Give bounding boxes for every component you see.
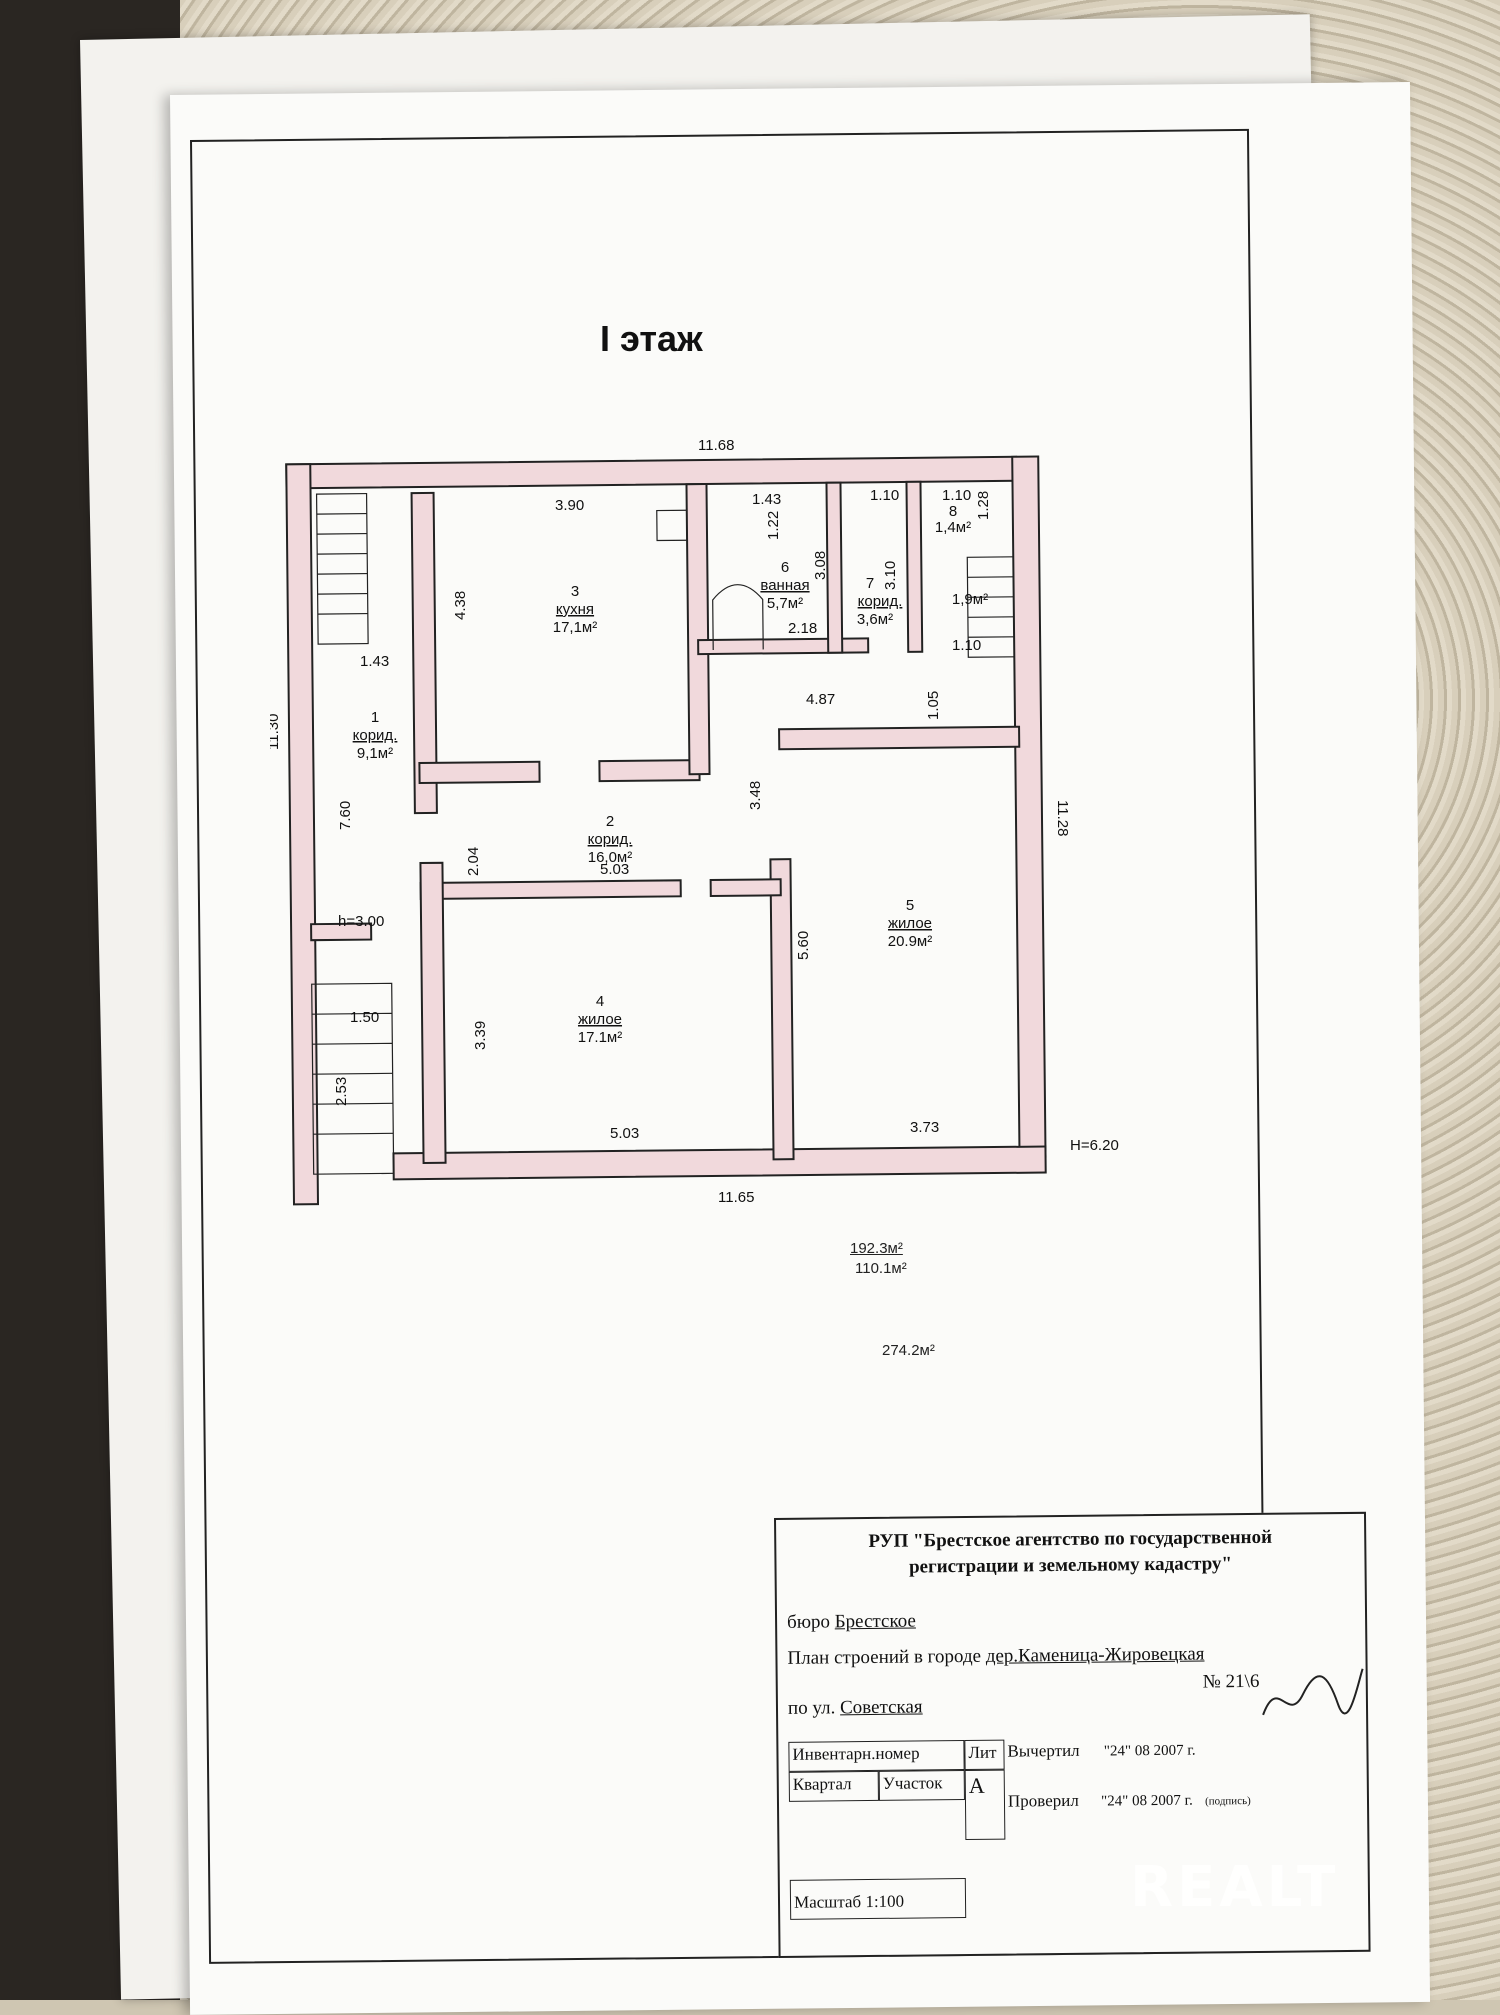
- room-3-name: кухня: [556, 601, 594, 618]
- dim-room4-h: 3.39: [472, 1021, 489, 1050]
- signature-1: [1258, 1664, 1369, 1735]
- total-area: 192.3м²: [850, 1240, 903, 1257]
- dim-left-total: 11.30: [270, 714, 282, 750]
- dim-bath-h2: 3.08: [812, 551, 829, 580]
- wall-kitchen-bottom-r: [599, 760, 699, 781]
- wall-room4-top: [421, 880, 681, 899]
- plan-number: № 21\6: [1203, 1671, 1260, 1694]
- room-4-name: жилое: [578, 1011, 622, 1028]
- room-3-area: 17,1м²: [553, 619, 598, 636]
- plan-label: План строений в городе: [787, 1646, 981, 1669]
- room-7-num: 7: [866, 575, 874, 592]
- dim-right-total: 11.28: [1054, 800, 1071, 836]
- bureau-value: Брестское: [835, 1611, 916, 1633]
- dim-room5-w: 3.73: [910, 1119, 939, 1136]
- floor-title: I этаж: [600, 318, 703, 360]
- room-5-num: 5: [906, 897, 914, 914]
- lit-value: А: [965, 1770, 1006, 1840]
- room-4-num: 4: [596, 993, 604, 1010]
- org-name: РУП "Брестское агентство по государствен…: [776, 1524, 1365, 1582]
- dim-small8-w: 1.10: [942, 487, 971, 504]
- org-line-2: регистрации и земельному кадастру": [776, 1550, 1364, 1582]
- dim-corr7-w: 1.10: [870, 487, 899, 504]
- street-row: по ул. Советская: [788, 1696, 923, 1719]
- bureau-label: бюро: [787, 1611, 830, 1632]
- wall-kitchen-right: [686, 484, 709, 774]
- room-7-name: корид.: [858, 593, 903, 610]
- wall-room5-top: [779, 727, 1019, 750]
- sign-label: (подпись): [1205, 1795, 1251, 1807]
- room-6-num: 6: [781, 559, 789, 576]
- inv-label: Инвентарн.номер: [788, 1740, 964, 1772]
- dim-bath-w: 1.43: [752, 491, 781, 508]
- floor-plan: 11.68 11.65 11.30 11.28 3.90 4.38 1.43 1…: [270, 420, 1150, 1220]
- dim-porch-w: 1.50: [350, 1009, 379, 1026]
- checked-row: Проверил "24" 08 2007 г. (подпись): [1005, 1786, 1365, 1830]
- room-8-num: 8: [949, 503, 957, 520]
- height-outer-label: H=6.20: [1070, 1137, 1119, 1154]
- scale-label: Масштаб 1:100: [790, 1878, 966, 1920]
- wall-right: [1012, 457, 1045, 1157]
- dim-top-total: 11.68: [698, 437, 734, 454]
- drawn-row: Вычертил "24" 08 2007 г.: [1004, 1736, 1364, 1782]
- wall-bottom: [393, 1147, 1045, 1180]
- room-2-area: 16,0м²: [588, 849, 633, 866]
- dim-room5-h: 5.60: [795, 931, 812, 960]
- realt-watermark: REALT: [1130, 1855, 1339, 1920]
- dim-corr2-h1: 1.05: [925, 691, 942, 720]
- room-7-area: 3,6м²: [857, 611, 893, 628]
- street-label: по ул.: [788, 1697, 836, 1718]
- room-2-name: корид.: [588, 831, 633, 848]
- height-label: h=3.00: [338, 913, 384, 930]
- bureau-row: бюро Брестское: [787, 1611, 916, 1634]
- drawn-date: "24" 08 2007 г.: [1104, 1743, 1196, 1760]
- dim-stair-w: 1.10: [952, 637, 981, 654]
- dim-corr7-h: 3.10: [882, 561, 899, 590]
- plan-value: дер.Каменица-Жировецкая: [986, 1644, 1205, 1667]
- wall-kitchen-bottom: [419, 762, 539, 783]
- dim-porch-h: 2.53: [333, 1077, 350, 1106]
- dim-corr1-w: 1.43: [360, 653, 389, 670]
- stair-area: 1,9м²: [952, 591, 988, 608]
- quarter-label: Квартал: [789, 1771, 879, 1802]
- drawn-label: Вычертил: [1007, 1741, 1079, 1761]
- dim-corr2-w: 4.87: [806, 691, 835, 708]
- dim-small8-h: 1.28: [975, 491, 992, 520]
- checked-label: Проверил: [1008, 1791, 1079, 1811]
- room-4-area: 17.1м²: [578, 1029, 623, 1046]
- dim-kitchen-h: 4.38: [452, 591, 469, 620]
- room-1-name: корид.: [353, 727, 398, 744]
- dim-corr2-h3: 3.48: [747, 781, 764, 810]
- room-1-area: 9,1м²: [357, 745, 393, 762]
- room-3-num: 3: [571, 583, 579, 600]
- plan-row: План строений в городе дер.Каменица-Жиро…: [787, 1644, 1204, 1670]
- wall-room4-top-r: [711, 879, 781, 896]
- room-5-name: жилое: [888, 915, 932, 932]
- dim-corr2-h2: 2.04: [465, 847, 482, 876]
- dim-kitchen-w: 3.90: [555, 497, 584, 514]
- checked-date: "24" 08 2007 г.: [1101, 1793, 1193, 1810]
- room-6-area: 5,7м²: [767, 595, 803, 612]
- dim-corr1-h: 7.60: [337, 801, 354, 830]
- dim-bottom-total: 11.65: [718, 1189, 754, 1206]
- dim-bath-w2: 2.18: [788, 620, 817, 637]
- overall-area: 274.2м²: [882, 1342, 935, 1359]
- room-8-area: 1,4м²: [935, 519, 971, 536]
- stove: [657, 510, 687, 540]
- living-area: 110.1м²: [855, 1260, 907, 1277]
- wall-room4-left: [420, 863, 445, 1163]
- street-value: Советская: [840, 1696, 923, 1718]
- plot-label: Участок: [879, 1770, 965, 1801]
- dim-room4-w-bot: 5.03: [610, 1125, 639, 1142]
- room-2-num: 2: [606, 813, 614, 830]
- stairs-left: [317, 494, 369, 645]
- wall-corr7-right: [906, 482, 922, 652]
- room-6-name: ванная: [760, 577, 809, 594]
- wall-room5-left: [770, 859, 793, 1159]
- lit-label: Лит: [964, 1740, 1004, 1770]
- dim-bath-h1: 1.22: [765, 511, 782, 540]
- room-5-area: 20.9м²: [888, 933, 933, 950]
- room-1-num: 1: [371, 709, 379, 726]
